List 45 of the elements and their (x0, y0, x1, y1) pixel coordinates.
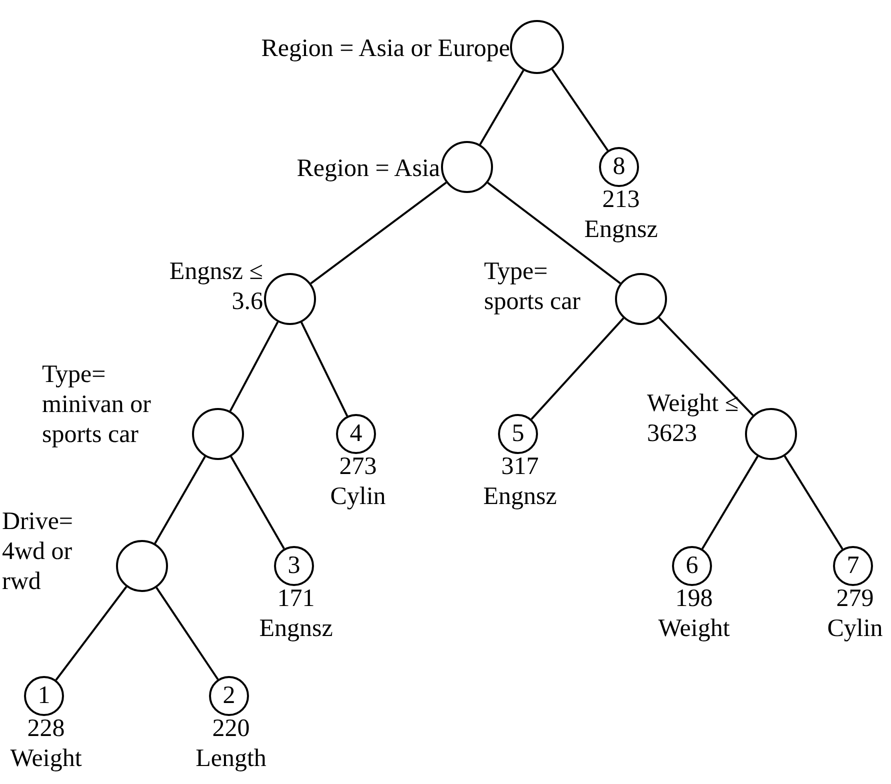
split-condition: Engnsz ≤ 3.6 (168, 257, 263, 317)
leaf-caption: 317 (501, 452, 539, 482)
leaf-caption: 279 (836, 584, 874, 614)
leaf-caption: 171 (277, 584, 315, 614)
node-number: 4 (350, 421, 362, 447)
split-condition: Region = Asia or Europe (260, 34, 510, 64)
node-number: 1 (38, 683, 50, 709)
split-condition: Weight ≤ 3623 (647, 389, 739, 449)
branch-line (530, 318, 624, 420)
leaf-caption: Length (196, 744, 266, 774)
leaf-caption: 213 (602, 185, 640, 215)
leaf-caption: Cylin (827, 614, 883, 644)
leaf-caption: Engnsz (483, 482, 557, 512)
split-condition: Type= sports car (484, 257, 582, 317)
node-number: 6 (686, 553, 698, 579)
leaf-caption: Cylin (330, 482, 386, 512)
branch-line (784, 456, 844, 550)
branch-line (55, 586, 128, 681)
branch-line (479, 70, 524, 146)
branch-line (310, 182, 447, 284)
leaf-caption: Engnsz (259, 614, 333, 644)
node-number: 8 (612, 154, 626, 180)
split-condition: Type= minivan or sports car (42, 360, 152, 450)
branch-line (230, 456, 285, 550)
branch-line (156, 587, 219, 680)
leaf-caption: Weight (658, 614, 730, 644)
branch-line (487, 182, 621, 284)
split-condition: Drive= 4wd or rwd (2, 507, 74, 597)
node-number: 3 (288, 553, 300, 579)
leaf-caption: 228 (27, 714, 65, 744)
branch-line (229, 321, 279, 412)
branch-line (154, 456, 206, 544)
node-number: 7 (846, 553, 860, 579)
leaf-caption: 220 (212, 714, 250, 744)
leaf-caption: Engnsz (584, 215, 658, 245)
node-number: 5 (512, 421, 524, 447)
branch-line (551, 68, 609, 152)
node-number: 2 (222, 683, 236, 709)
branch-line (658, 317, 754, 416)
split-condition: Region = Asia (296, 154, 440, 184)
leaf-caption: 198 (675, 584, 713, 614)
leaf-caption: 273 (339, 452, 377, 482)
branch-line (300, 322, 348, 416)
leaf-caption: Weight (10, 744, 82, 774)
branch-line (701, 456, 758, 550)
